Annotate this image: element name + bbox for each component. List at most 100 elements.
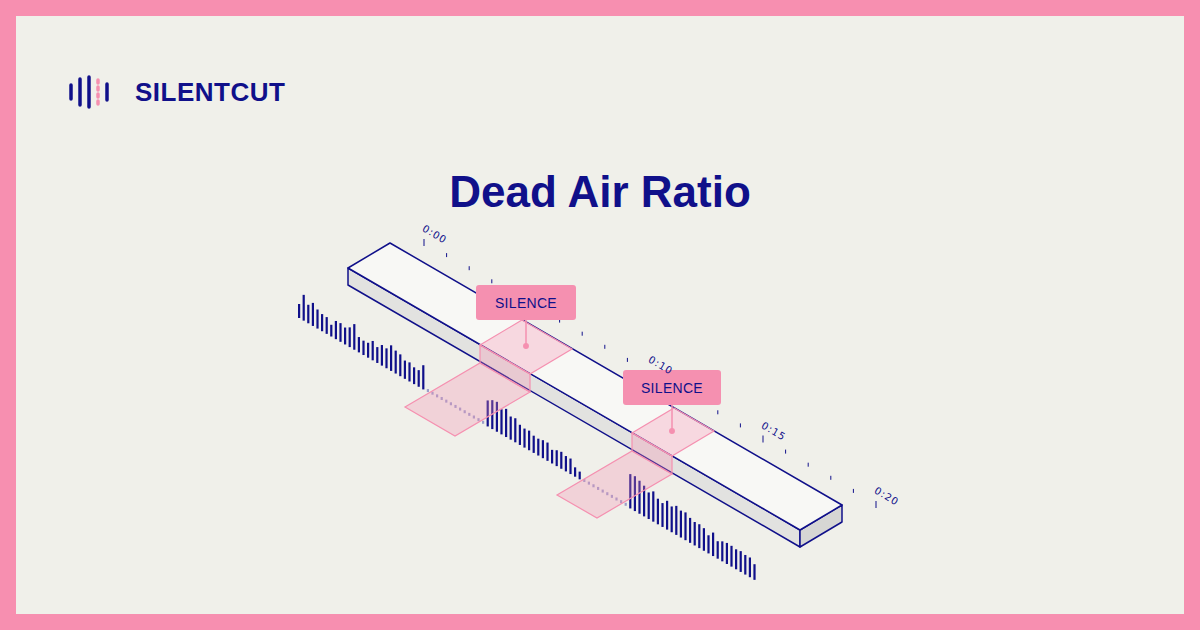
wave-bar [707,535,709,553]
wave-bar [358,337,360,352]
wave-bar [385,348,387,368]
wave-bar [689,518,691,543]
callout-box: SILENCE [476,285,576,320]
tick-mark [491,279,492,283]
tick-mark [469,266,470,270]
wave-bar [684,512,686,540]
wave-bar [657,499,659,525]
wave-bar [339,323,341,342]
wave-bar [321,314,323,331]
wave-bar [556,450,558,466]
wave-bar [519,425,521,445]
wave-bar [413,367,415,384]
wave-bar [744,555,746,575]
wave-bar [303,295,305,321]
wave-bar [537,439,539,456]
wave-bar [703,528,705,551]
wave-bar [408,362,410,381]
tick-mark [446,253,447,257]
wave-bar [749,557,751,577]
panel [16,16,1184,614]
wave-bar [675,506,677,535]
wave-bar [422,365,424,389]
wave-bar [399,354,401,376]
wave-bar [390,345,392,371]
tick-mark [604,345,605,349]
tick-mark [740,423,741,427]
title: Dead Air Ratio [0,166,1200,218]
wave-bar [753,564,755,580]
wave-bar [625,503,627,506]
wave-bar [533,436,535,453]
silence-top [632,408,714,456]
wave-bar [330,325,332,337]
wave-bar [376,347,378,363]
wave-bar [680,511,682,538]
wave-bar [312,303,314,326]
logo-wordmark: SILENTCUT [135,77,285,107]
wave-bar [307,305,309,324]
bar-top [348,243,842,530]
wave-bar [717,541,719,558]
wave-bar [500,409,502,434]
wave-bar [298,304,300,318]
wave-bar [730,546,732,567]
leader-line [671,403,673,431]
wave-bar [349,327,351,347]
tick-mark [582,332,583,336]
wave-bar [418,370,420,387]
tick-mark [808,463,809,467]
tick-mark [876,501,877,508]
wave-bar [427,389,429,392]
wave-bar [510,417,512,440]
tick-mark [763,436,764,443]
waveform [298,295,756,580]
wave-bar [726,543,728,564]
wave-bar [671,506,673,532]
callout-box: SILENCE [623,370,721,405]
wave-bar [381,345,383,366]
logo-icon [71,77,107,107]
wave-bar [546,443,548,461]
timeline-bar [348,243,842,547]
tick-mark [627,358,628,362]
wave-bar [712,533,714,556]
wave-bar [528,431,530,451]
leader-line [525,318,527,346]
wave-bar [316,310,318,329]
tick-mark [830,476,831,480]
wave-bar [569,459,571,475]
logo-bar [78,79,82,105]
wave-bar [721,541,723,561]
wave-bar [542,440,544,458]
tick-marks [424,239,876,508]
logo-bar [69,85,73,99]
tick-mark [424,239,425,246]
wave-bar [694,522,696,545]
wave-bar [395,351,397,374]
wave-bar [661,503,663,527]
logo-bar [96,80,100,104]
wave-bar [579,472,581,480]
wave-bar [335,321,337,339]
wave-bar [740,551,742,572]
callout-text: SILENCE [495,295,557,311]
wave-bar [652,491,654,521]
wave-bar [362,341,364,355]
bar-front [348,268,800,547]
wave-bar [367,343,369,358]
wave-bar [505,409,507,437]
wave-bar [574,467,576,476]
wave-bar [735,549,737,569]
tick-mark [853,489,854,493]
tick-mark [717,410,718,414]
wave-bar [326,317,328,334]
leader-dot [524,344,528,348]
wave-bar [353,324,355,350]
wave-bar [551,450,553,464]
wave-bar [666,501,668,530]
wave-bar [698,524,700,548]
leader-dot [670,429,674,433]
logo-bar [105,84,109,100]
